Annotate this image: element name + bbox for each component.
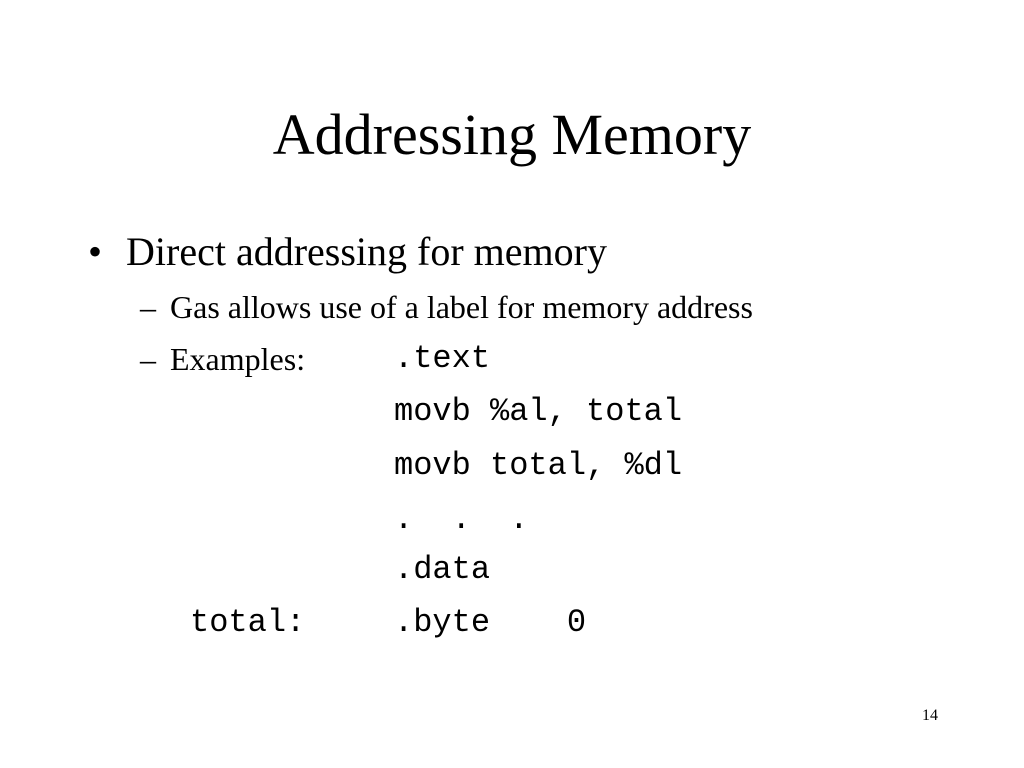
code-label: total: <box>190 604 306 641</box>
code-line: movb total, %dl <box>394 447 683 484</box>
sub-bullet-text: Examples: <box>170 341 306 377</box>
sub-bullet-marker: – <box>140 289 156 325</box>
sub-bullet-marker: – <box>140 341 156 377</box>
bullet-text: Direct addressing for memory <box>126 229 607 274</box>
code-line: . . . <box>394 501 529 538</box>
code-line: .byte 0 <box>394 604 587 641</box>
sub-bullet-text: Gas allows use of a label for memory add… <box>170 289 753 325</box>
sub-bullet-examples: –Examples: <box>140 339 305 379</box>
slide-title: Addressing Memory <box>272 102 752 167</box>
code-line: movb %al, total <box>394 393 683 430</box>
sub-bullet-gas-label: –Gas allows use of a label for memory ad… <box>140 287 753 327</box>
code-line: .text <box>394 340 491 377</box>
bullet-marker: • <box>88 229 103 274</box>
page-number: 14 <box>922 707 938 724</box>
code-line: .data <box>394 551 491 588</box>
bullet-direct-addressing: • Direct addressing for memory <box>88 226 607 278</box>
